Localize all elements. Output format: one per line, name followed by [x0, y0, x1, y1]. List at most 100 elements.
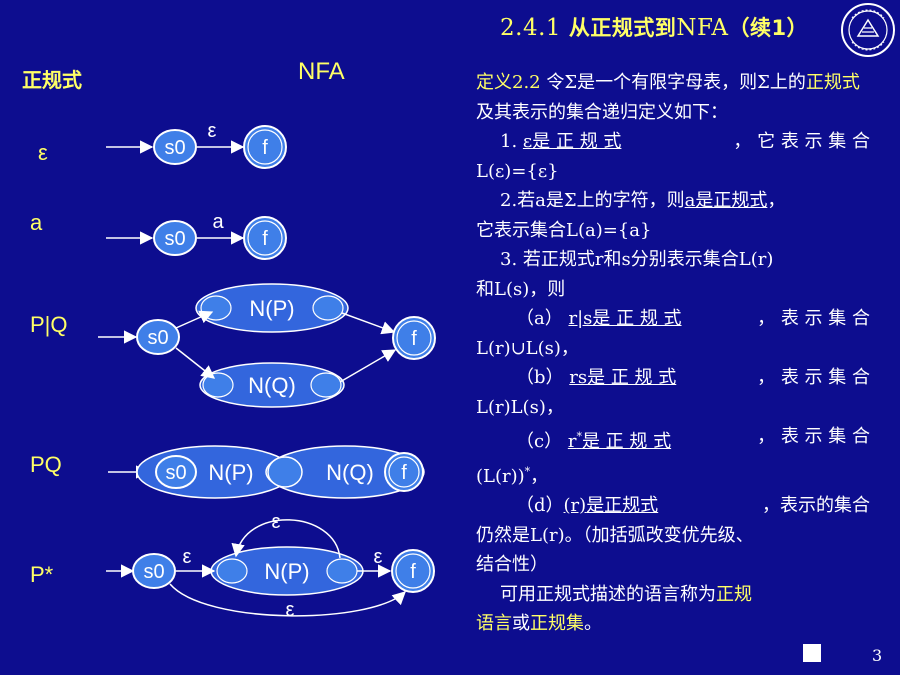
item-3d-term: 是正规式: [586, 495, 659, 516]
edge-s0-to-p: [175, 310, 214, 329]
state-f-label: f: [401, 462, 407, 484]
item-3d-line2: 仍然是L(r)。（加括弧改变优先级、: [476, 524, 754, 546]
state-s0-label: s0: [165, 462, 186, 484]
item-3d-line3: 结合性）: [476, 554, 548, 575]
state-f-outer: [384, 452, 424, 492]
closing-highlight-1: 正规: [716, 583, 752, 605]
nfa-symbol-a: s0 a f: [106, 211, 287, 260]
state-s0-label: s0: [164, 228, 185, 250]
state-s0: [155, 455, 197, 489]
state-f-inner: [247, 220, 283, 256]
university-seal-icon: [841, 3, 895, 57]
item-3c-term-text: 是 正 规 式: [581, 431, 672, 452]
item-3a-tag: （a）: [516, 308, 563, 329]
closing: 可用正规式描述的语言称为正规: [476, 580, 870, 610]
title-number: 2.4.1: [500, 15, 562, 41]
item-3c-term-r: r: [567, 431, 577, 452]
item-3c-set-star: *: [524, 464, 531, 478]
item-3a-set: L(r)∪L(s)，: [476, 337, 579, 359]
column-header-regex: 正规式: [22, 68, 82, 92]
edge-s0-to-p-label: ε: [183, 546, 192, 568]
nfa-union: s0 N(P) N(Q) f: [98, 283, 436, 408]
state-f-label: f: [410, 561, 416, 583]
state-f-label: f: [411, 328, 417, 350]
nfa-q-final-state: [310, 372, 342, 398]
item-2-text: 2.若a是Σ上的字符，则: [500, 190, 685, 211]
nfa-q-box: [199, 362, 345, 408]
item-3c-set-end: ，: [530, 465, 549, 487]
state-f-outer: [391, 549, 435, 593]
item-3c-set-text: (L(r)): [476, 465, 525, 487]
definition-text: 定义2.2 令Σ是一个有限字母表，则Σ上的正规式及其表示的集合递归定义如下： 1…: [476, 68, 870, 639]
item-2-term: a是正规式: [684, 190, 768, 211]
nfa-p-label: N(P): [264, 559, 309, 584]
closing-highlight-3: 正规集: [530, 613, 584, 634]
item-3a-term: r|s是 正 规 式: [568, 308, 682, 329]
state-f-outer: [243, 125, 287, 169]
title-suffix: （续1）: [728, 16, 809, 40]
nfa-p-box: [195, 283, 349, 333]
nfa-p-label: N(P): [249, 296, 294, 321]
edge-loop-back: [231, 519, 341, 559]
item-3b-tag: （b）: [516, 367, 564, 388]
transition-label: ε: [208, 120, 217, 142]
item-2-comma: ，: [767, 190, 786, 211]
item-3c-rest: ， 表 示 集 合: [757, 426, 870, 447]
state-s0: [153, 220, 197, 256]
item-3d-tag: （d）: [516, 495, 564, 516]
item-3d: （d）(r)是正规式，表示的集合: [476, 491, 870, 521]
definition-intro-text: 令Σ是一个有限字母表，则Σ上的: [540, 72, 806, 93]
state-s0-label: s0: [143, 561, 164, 583]
row-label-star: P*: [30, 562, 54, 587]
item-3: 3. 若正规式r和s分别表示集合L(r): [500, 249, 774, 270]
edge-p-to-f-label: ε: [374, 546, 383, 568]
item-3-line2: 和L(s)，则: [476, 278, 566, 300]
nfa-p-start-state: [200, 295, 232, 321]
definition-intro-highlight: 正规式: [805, 72, 860, 93]
state-s0: [136, 319, 180, 355]
state-f-inner: [396, 320, 432, 356]
nfa-concat: s0 N(P) N(Q) f: [108, 445, 425, 499]
item-1: 1. ε是 正 规 式， 它 表 示 集 合: [476, 127, 870, 157]
state-f-label: f: [262, 228, 268, 250]
edge-loop-back-label: ε: [272, 511, 281, 533]
title-text: 从正规式到: [568, 16, 677, 40]
edge-s0-to-q: [175, 347, 216, 379]
closing-highlight-2: 语言: [476, 613, 512, 634]
nfa-q-label: N(Q): [326, 460, 374, 485]
row-label-a: a: [30, 210, 43, 235]
item-1-rest: ， 它 表 示 集 合: [733, 131, 870, 152]
transition-label: a: [212, 211, 224, 233]
item-3b-term: rs是 正 规 式: [569, 367, 677, 388]
item-3a: （a） r|s是 正 规 式 ， 表 示 集 合: [476, 304, 870, 334]
state-f-label: f: [262, 137, 268, 159]
state-s0-label: s0: [147, 327, 168, 349]
title-nfa: NFA: [676, 15, 729, 41]
definition-head: 定义2.2: [476, 72, 541, 93]
nfa-epsilon: s0 ε f: [106, 120, 287, 169]
item-3b-set: L(r)L(s)，: [476, 396, 564, 418]
row-label-union: P|Q: [30, 312, 68, 337]
edge-skip-label: ε: [286, 599, 295, 621]
definition-intro-end: 及其表示的集合递归定义如下：: [476, 101, 728, 123]
row-label-concat: PQ: [30, 452, 62, 477]
state-f-outer: [392, 316, 436, 360]
state-s0: [132, 553, 176, 589]
state-s0-label: s0: [164, 137, 185, 159]
item-3b: （b） rs是 正 规 式， 表 示 集 合: [476, 363, 870, 393]
item-3d-rest: ，表示的集合: [762, 495, 870, 516]
state-f-outer: [243, 216, 287, 260]
item-1-number: 1.: [500, 131, 518, 152]
closing-text: 可用正规式描述的语言称为: [500, 583, 716, 605]
item-2: 2.若a是Σ上的字符，则a是正规式，: [476, 186, 870, 216]
page-number: 3: [872, 646, 883, 665]
state-f-inner: [388, 456, 420, 488]
nfa-q-start-state: [202, 372, 234, 398]
item-2-line2: 它表示集合L(a)={a}: [476, 219, 652, 241]
item-3a-rest: ， 表 示 集 合: [757, 308, 870, 329]
closing-line2: 语言或正规集。: [476, 609, 870, 639]
state-f-inner: [395, 553, 431, 589]
item-3c-term-star: *: [576, 430, 582, 443]
edge-p-to-f: [341, 312, 396, 335]
column-header-nfa: NFA: [298, 58, 345, 85]
